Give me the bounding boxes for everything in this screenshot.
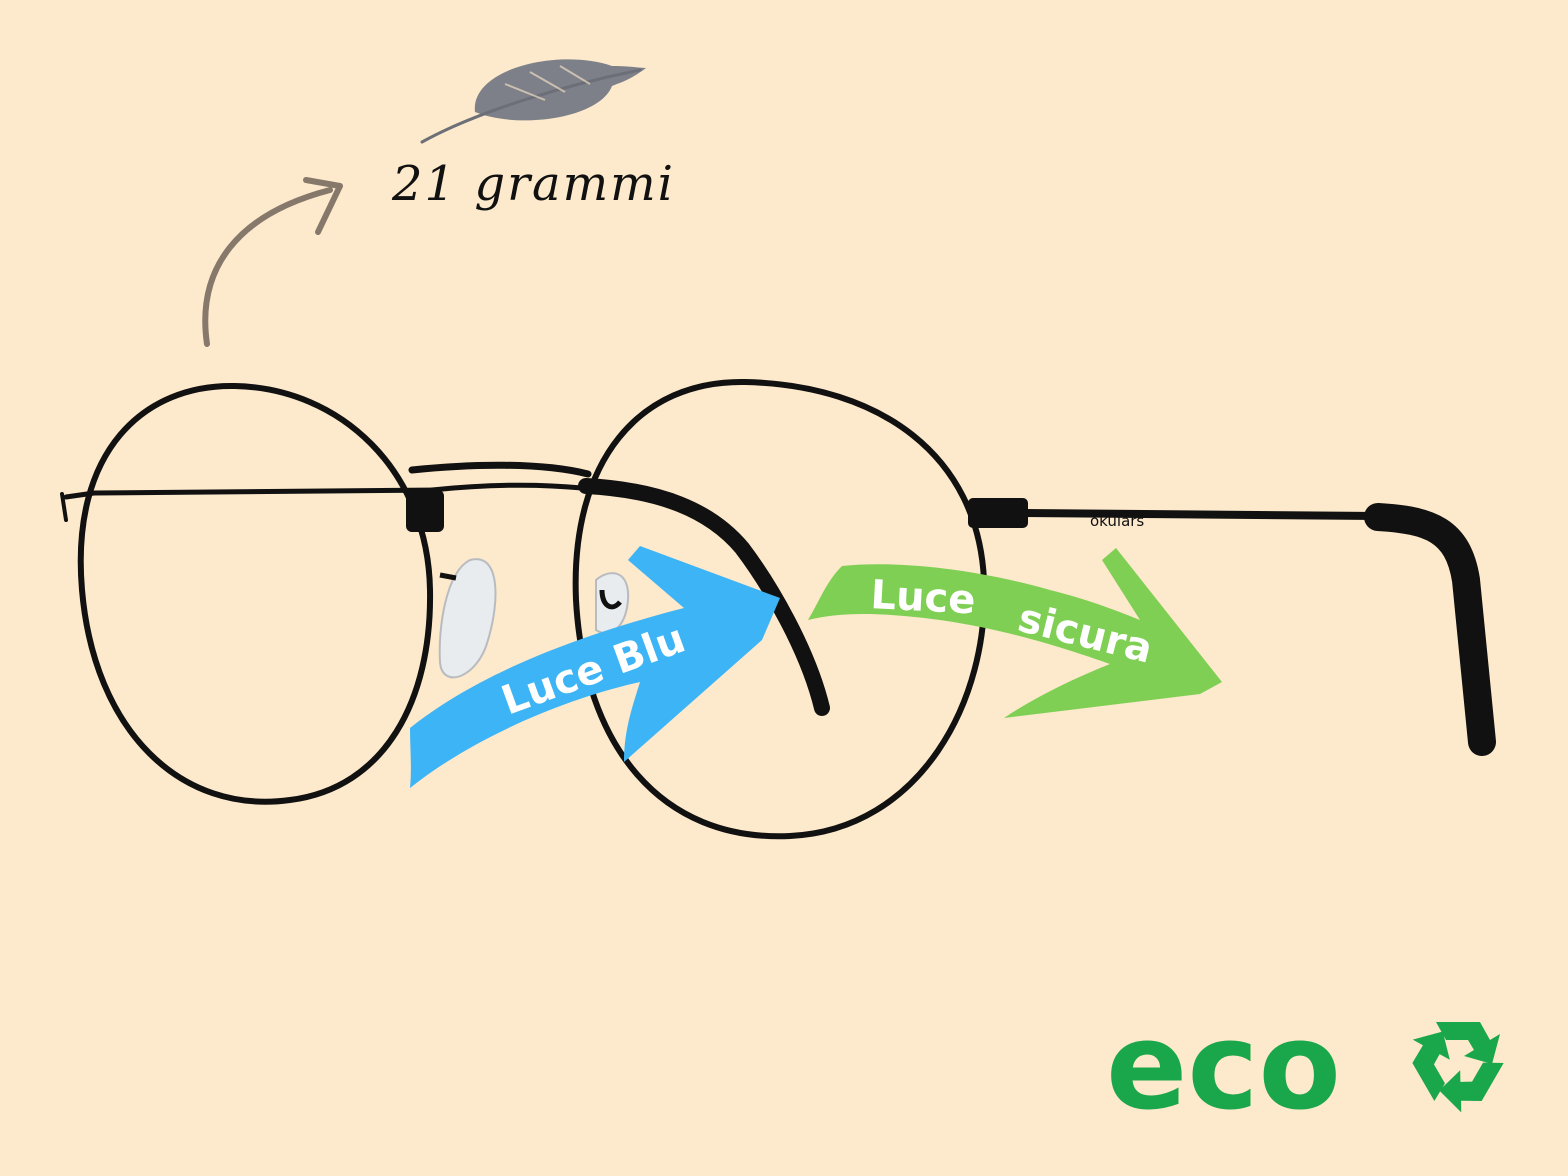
eco-logo-text: eco [1106, 998, 1341, 1137]
safe-light-arrow: Luce sicura [808, 548, 1222, 718]
feather-icon [420, 59, 646, 144]
weight-label: 21 grammi [391, 156, 675, 212]
curved-arrow-icon [202, 177, 343, 347]
nose-pads [438, 558, 630, 679]
recycle-icon [1412, 1022, 1504, 1113]
temple-brand-label: okulars [1090, 512, 1144, 530]
green-arrow-label-1: Luce [869, 572, 976, 623]
glasses-frame [60, 378, 1496, 840]
